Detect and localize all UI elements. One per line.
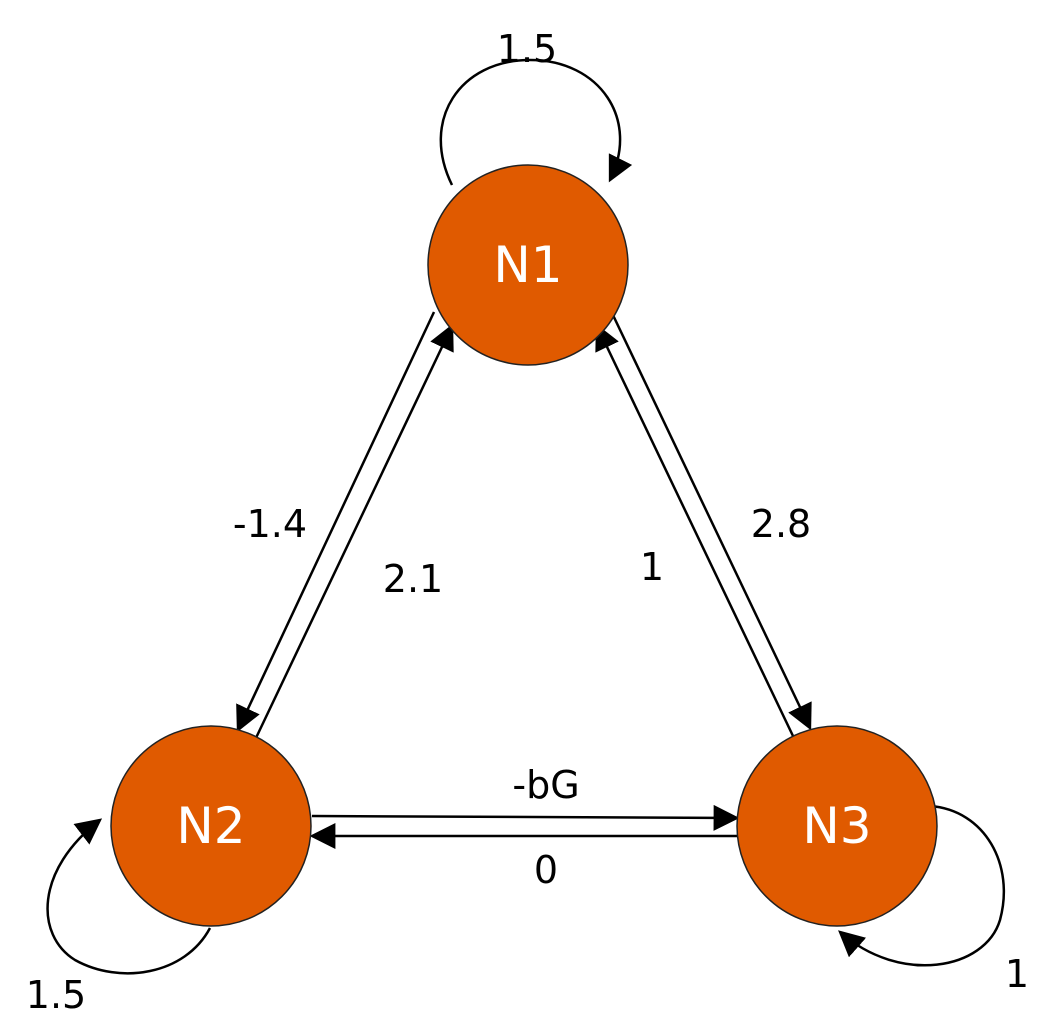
edge-n1-to-n3 xyxy=(610,312,812,731)
node-n2: N2 xyxy=(110,725,312,927)
edge-label-n1-to-n3: 2.8 xyxy=(751,502,811,546)
edge-label-n1-self: 1.5 xyxy=(497,27,557,71)
edge-n2-to-n3 xyxy=(311,804,740,831)
edge-label-n3-to-n2: 0 xyxy=(534,848,558,892)
node-n2-label: N2 xyxy=(176,797,245,855)
self-loop-n1 xyxy=(439,58,633,186)
edge-label-n3-to-n1: 1 xyxy=(640,545,664,589)
node-n3: N3 xyxy=(736,725,938,927)
node-n1-label: N1 xyxy=(493,236,562,294)
edge-label-n1-to-n2: -1.4 xyxy=(233,502,307,546)
edge-label-n2-to-n1: 2.1 xyxy=(383,557,443,601)
edge-n2-to-n1 xyxy=(253,323,454,741)
edge-n1-to-n2 xyxy=(236,311,436,733)
edge-label-n2-to-n3: -bG xyxy=(512,763,579,807)
self-loop-n2 xyxy=(46,818,212,975)
node-n3-label: N3 xyxy=(802,797,871,855)
self-loop-n3 xyxy=(838,804,1005,967)
edge-label-n3-self: 1 xyxy=(1005,952,1029,996)
node-n1: N1 xyxy=(427,164,629,366)
edge-n3-to-n1 xyxy=(595,323,795,737)
edge-label-n2-self: 1.5 xyxy=(26,973,86,1017)
